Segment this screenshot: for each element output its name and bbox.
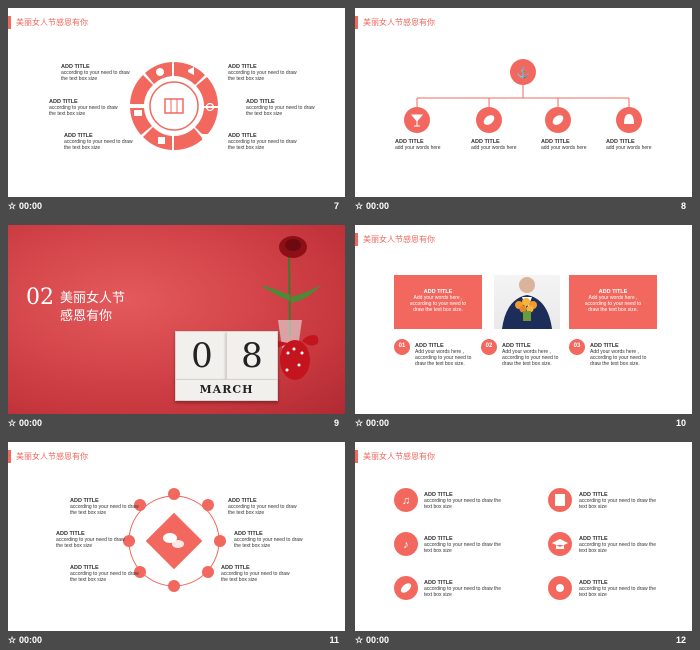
svg-text:⚓: ⚓ bbox=[516, 66, 530, 79]
star-icon: ☆ bbox=[355, 418, 364, 428]
flower-icon bbox=[156, 68, 164, 76]
slide-header: 美丽女人节感恩有你 bbox=[355, 450, 435, 463]
badge-02: 02 bbox=[485, 343, 493, 349]
megaphone-icon bbox=[188, 67, 194, 75]
rose-icon bbox=[279, 236, 307, 258]
section-title-line2: 感恩有你 bbox=[60, 309, 113, 324]
music-icon bbox=[394, 488, 418, 512]
star-icon: ☆ bbox=[8, 201, 17, 211]
slide-9[interactable]: 02 美丽女人节 感恩有你 0 8 MARCH bbox=[8, 225, 345, 414]
number-badges bbox=[394, 339, 585, 355]
badge-03: 03 bbox=[573, 343, 581, 349]
ring-segment bbox=[196, 77, 218, 106]
calendar-block-right: 8 bbox=[226, 331, 278, 381]
calendar-month: MARCH bbox=[175, 379, 278, 401]
film-icon bbox=[164, 98, 184, 114]
trophy-icon bbox=[202, 134, 210, 142]
badge-01: 01 bbox=[398, 343, 406, 349]
ring-segment bbox=[130, 75, 153, 104]
star-icon: ☆ bbox=[8, 635, 17, 645]
slide-header: 美丽女人节感恩有你 bbox=[8, 450, 88, 463]
ring-segment bbox=[174, 62, 205, 85]
star-icon: ☆ bbox=[8, 418, 17, 428]
ring-diagram bbox=[130, 62, 218, 150]
star-icon: ☆ bbox=[355, 635, 364, 645]
icon-grid: ♫ ♪ bbox=[394, 488, 572, 600]
calendar-block-left: 0 bbox=[175, 331, 229, 381]
slide-header: 美丽女人节感恩有你 bbox=[8, 16, 88, 29]
search-icon bbox=[205, 102, 215, 112]
slide-header: 美丽女人节感恩有你 bbox=[355, 16, 435, 29]
star-icon: ☆ bbox=[355, 201, 364, 211]
chat-icon bbox=[163, 533, 184, 548]
music-icon bbox=[394, 532, 418, 556]
ring-segment bbox=[195, 108, 218, 137]
svg-text:♫: ♫ bbox=[402, 495, 410, 507]
anchor-icon bbox=[510, 59, 536, 85]
section-title-line1: 美丽女人节 bbox=[60, 291, 126, 306]
tree-diagram: ⚓ bbox=[404, 59, 642, 133]
rose-photo bbox=[260, 236, 321, 380]
ring-segment bbox=[143, 127, 172, 150]
svg-text:♪: ♪ bbox=[403, 539, 409, 551]
camera-icon bbox=[134, 110, 142, 116]
slide-header: 美丽女人节感恩有你 bbox=[355, 233, 435, 246]
facebook-icon bbox=[158, 137, 165, 144]
circle-diagram bbox=[123, 488, 226, 592]
bouquet-photo bbox=[494, 275, 560, 329]
flower-icon bbox=[515, 298, 537, 313]
ring-segment bbox=[174, 128, 203, 150]
section-number: 02 bbox=[26, 285, 54, 310]
